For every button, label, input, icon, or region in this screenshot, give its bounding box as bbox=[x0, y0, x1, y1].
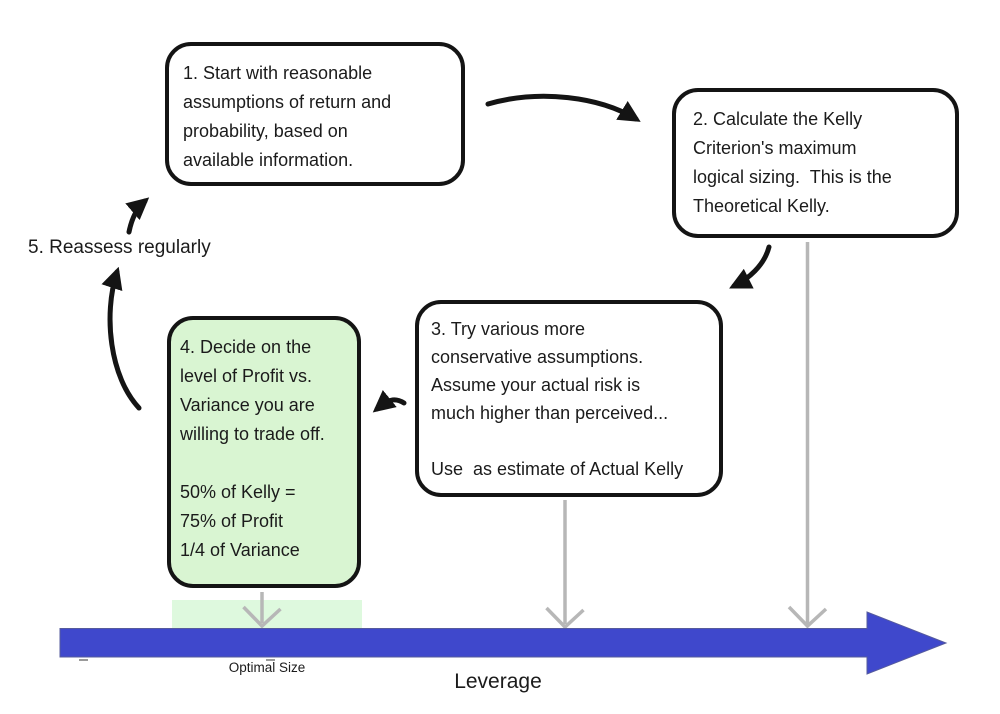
step-4-box: 4. Decide on the level of Profit vs. Var… bbox=[167, 316, 361, 588]
step-3-text-line: much higher than perceived... bbox=[431, 403, 669, 423]
step-1-text-line: available information. bbox=[183, 150, 354, 170]
arrow-step3-to-step4 bbox=[372, 390, 407, 413]
drop-line-step2-arrowhead-icon bbox=[787, 605, 828, 629]
arrow-step5-to-step1 bbox=[125, 197, 150, 235]
step-4-text-line: 1/4 of Variance bbox=[180, 540, 300, 560]
step-2-text-line: Criterion's maximum bbox=[693, 138, 857, 158]
step-3-text-line: conservative assumptions. bbox=[431, 347, 644, 367]
step-3-text-line bbox=[431, 427, 713, 455]
arrow-step4-to-step5 bbox=[101, 266, 142, 411]
step-1-text-line: probability, based on bbox=[183, 121, 348, 141]
optimal-size-label: Optimal Size bbox=[228, 660, 306, 675]
step-1-text-line: assumptions of return and bbox=[183, 92, 392, 112]
step-5-label: 5. Reassess regularly bbox=[28, 237, 211, 258]
step-4-text-line: Variance you are bbox=[180, 395, 315, 415]
step-4-text-line bbox=[180, 449, 353, 478]
step-3-box: 3. Try various more conservative assumpt… bbox=[415, 300, 723, 497]
step-3-text-line: Use as estimate of Actual Kelly bbox=[431, 459, 684, 479]
step-4-text-line: 50% of Kelly = bbox=[180, 482, 296, 502]
step-4-text-line: 4. Decide on the bbox=[180, 337, 312, 357]
step-2-box: 2. Calculate the Kelly Criterion's maxim… bbox=[672, 88, 959, 238]
arrow-step1-to-step2 bbox=[485, 93, 641, 122]
cycle-arrows bbox=[101, 93, 772, 413]
step-2-text-line: 2. Calculate the Kelly bbox=[693, 109, 863, 129]
step-2-text-line: Theoretical Kelly. bbox=[693, 196, 830, 216]
drop-line-step3-arrowhead-icon bbox=[545, 606, 585, 630]
step-4-text-line: 75% of Profit bbox=[180, 511, 284, 531]
step-4-text-line: willing to trade off. bbox=[180, 424, 325, 444]
leverage-axis-label: Leverage bbox=[454, 670, 542, 693]
drop-line-step4-arrowhead-icon bbox=[242, 605, 282, 629]
step-1-text-line: 1. Start with reasonable bbox=[183, 63, 373, 83]
arrow-step2-to-step3 bbox=[729, 244, 772, 289]
step-1-box: 1. Start with reasonable assumptions of … bbox=[165, 42, 465, 186]
step-3-text-line: 3. Try various more bbox=[431, 319, 586, 339]
leverage-arrow bbox=[59, 611, 948, 675]
step-4-text-line: level of Profit vs. bbox=[180, 366, 313, 386]
step-3-text-line: Assume your actual risk is bbox=[431, 375, 641, 395]
step-2-text-line: logical sizing. This is the bbox=[693, 167, 892, 187]
drop-lines bbox=[242, 242, 828, 630]
